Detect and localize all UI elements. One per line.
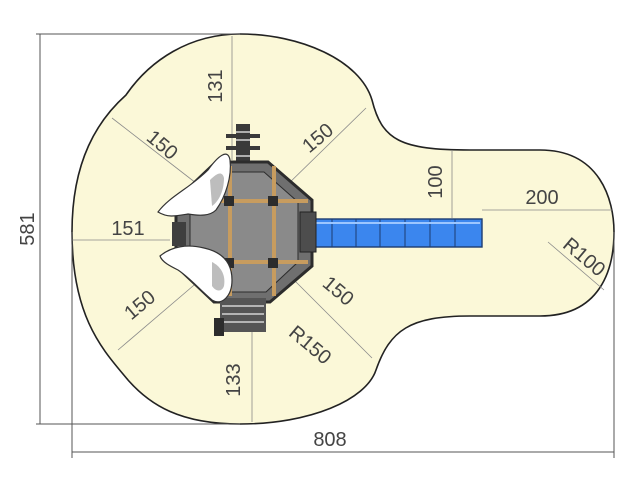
lower-right-diag-line [291, 277, 373, 359]
slide-side-clearance-label: 100 [425, 165, 447, 198]
top-clearance-label: 131 [205, 69, 227, 102]
lower-left-diag-line [117, 279, 201, 351]
top-ladder [226, 124, 260, 164]
slide-end-radius-line [547, 241, 605, 291]
bottom-clearance-label: 133 [223, 363, 245, 396]
upper-right-diag-line [281, 107, 367, 191]
left-clearance-label: 151 [111, 218, 144, 240]
play-tower [157, 124, 317, 336]
overall-height-label: 581 [17, 212, 39, 245]
slide [303, 218, 483, 248]
bottom-steps [214, 298, 266, 336]
overall-dimension-lines [36, 33, 615, 458]
zone-division-lines [72, 36, 612, 422]
slide-end-clearance-label: 200 [525, 187, 558, 209]
overall-width-label: 808 [313, 429, 346, 451]
upper-left-diag-line [111, 117, 206, 191]
